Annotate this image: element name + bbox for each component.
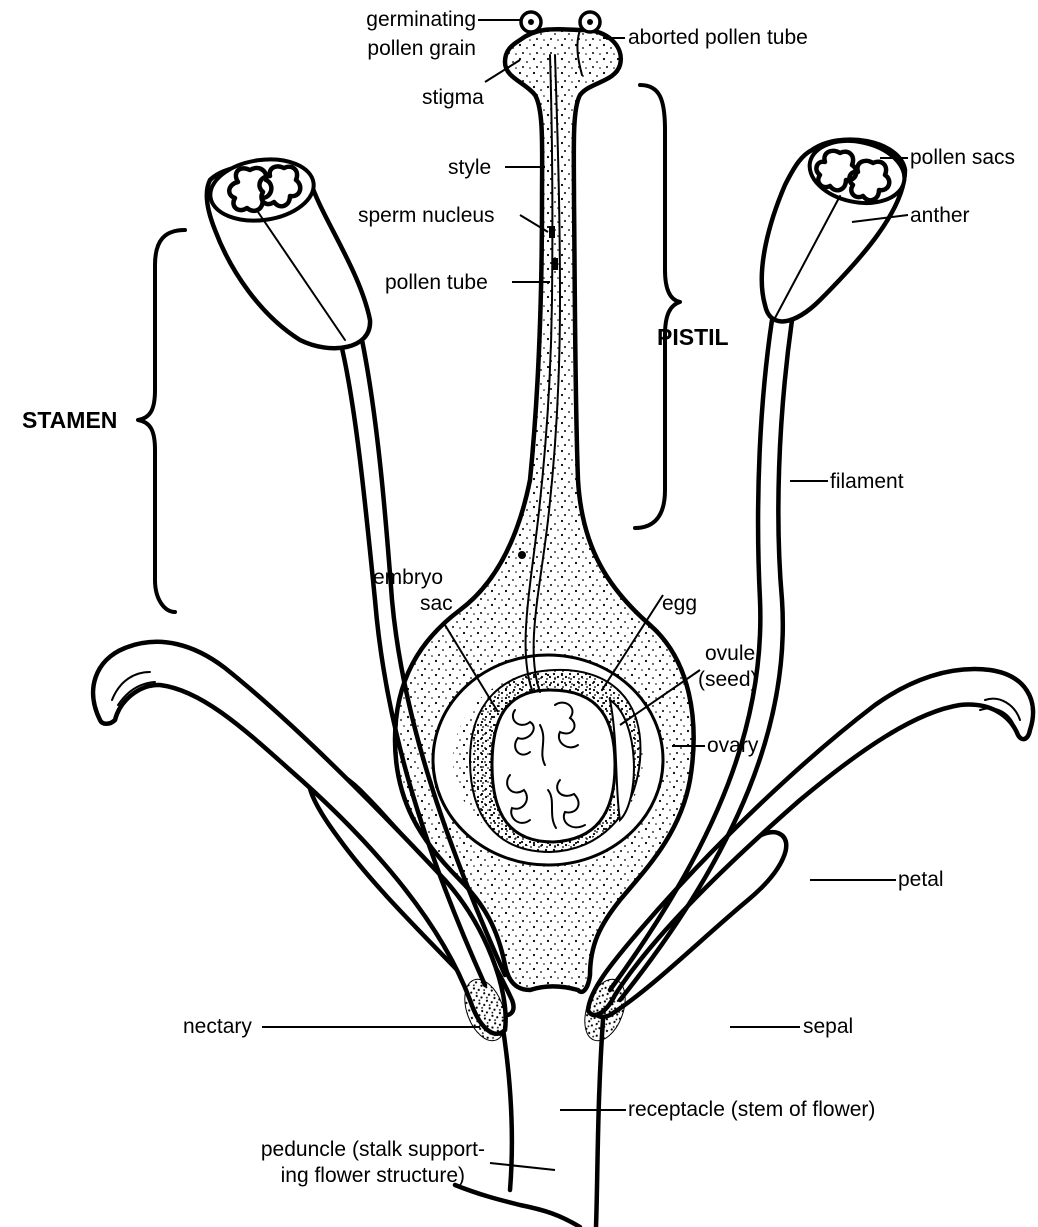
label-aborted-pollen-tube: aborted pollen tube: [628, 26, 808, 49]
label-petal: petal: [898, 868, 944, 891]
label-peduncle-line1: peduncle (stalk support-: [261, 1138, 485, 1161]
label-sepal: sepal: [803, 1015, 853, 1038]
label-stamen: STAMEN: [22, 407, 117, 433]
label-filament: filament: [830, 470, 904, 493]
label-ovary: ovary: [707, 734, 759, 757]
label-pistil: PISTIL: [657, 324, 729, 350]
label-embryo: embryo: [373, 566, 443, 589]
stem: [455, 1005, 604, 1227]
pistil-brace: [635, 85, 680, 528]
label-sperm-nucleus: sperm nucleus: [358, 204, 495, 227]
label-seed: (seed): [698, 668, 758, 691]
label-anther: anther: [910, 204, 970, 227]
label-receptacle: receptacle (stem of flower): [628, 1098, 875, 1121]
label-nectary: nectary: [183, 1015, 252, 1038]
label-germinating: germinating: [366, 8, 476, 31]
label-egg: egg: [662, 592, 697, 615]
label-pollen-tube: pollen tube: [385, 271, 488, 294]
label-peduncle-line2: ing flower structure): [281, 1164, 465, 1187]
pistil: [395, 12, 694, 992]
label-style: style: [448, 156, 491, 179]
label-ovule: ovule: [705, 642, 755, 665]
stamen-brace: [138, 230, 185, 612]
label-pollen-grain: pollen grain: [367, 37, 476, 60]
label-stigma: stigma: [422, 86, 484, 109]
embryo-sac: [492, 690, 615, 842]
label-pollen-sacs: pollen sacs: [910, 146, 1015, 169]
label-sac: sac: [420, 592, 453, 615]
